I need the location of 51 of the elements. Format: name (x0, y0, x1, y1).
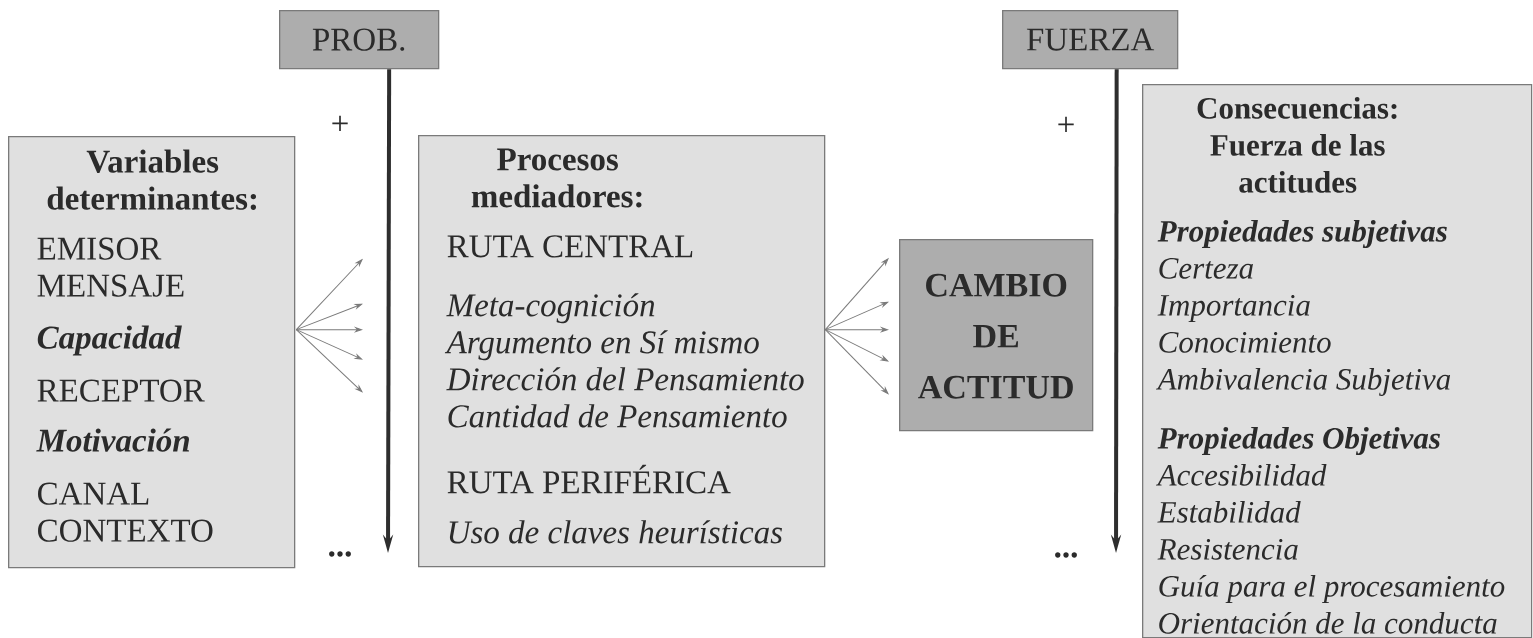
list-item: Cantidad de Pensamiento (448, 404, 787, 428)
plus-sign: + (332, 115, 348, 132)
list-item: RUTA CENTRAL (447, 235, 693, 258)
arrow (295, 327, 362, 333)
list-item: Resistencia (1157, 538, 1298, 560)
list-item: RUTA PERIFÉRICA (447, 464, 731, 494)
list-item: CONTEXTO (38, 519, 213, 542)
box-label: PROB. (312, 28, 405, 51)
arrow (824, 329, 889, 394)
label-box (1002, 10, 1179, 70)
arrow (295, 329, 363, 393)
arrow (295, 259, 363, 331)
list-item: Conocimiento (1159, 331, 1331, 353)
list-item: RECEPTOR (37, 379, 205, 402)
list-item: Orientación de la conducta (1159, 611, 1497, 634)
text-panel (418, 135, 826, 568)
list-item: Accesibilidad (1155, 463, 1327, 486)
arrow (824, 258, 889, 331)
list-item: Meta-cognición (446, 293, 655, 324)
outcome-box (899, 239, 1094, 432)
list-item: MENSAJE (37, 274, 184, 297)
list-item: CANAL (38, 482, 149, 505)
ellipsis: ... (1055, 552, 1077, 558)
plus-sign: + (1058, 116, 1074, 133)
list-item: Capacidad (37, 325, 182, 356)
box-label: FUERZA (1026, 28, 1155, 51)
list-item: EMISOR (37, 237, 162, 260)
arrow (295, 329, 363, 360)
text-panel (8, 136, 296, 569)
list-item: Argumento en Sí mismo (444, 330, 759, 361)
list-item: Guía para el procesamiento (1159, 574, 1505, 604)
list-item: Estabilidad (1157, 500, 1301, 523)
list-item: Ambivalencia Subjetiva (1155, 367, 1451, 397)
box-label: CAMBIO DE ACTITUD (918, 273, 1073, 399)
arrow (824, 327, 888, 333)
heading: Variables determinantes: (47, 149, 256, 210)
arrow (824, 329, 889, 362)
list-item: Dirección del Pensamiento (446, 367, 804, 391)
arrow (824, 301, 889, 331)
heading: Procesos mediadores: (471, 148, 642, 208)
arrow (295, 303, 363, 331)
subheading: Propiedades subjetivas (1157, 219, 1447, 249)
ellipsis: ... (329, 551, 351, 557)
list-item: Certeza (1159, 257, 1253, 279)
text-panel (1142, 84, 1533, 638)
label-box (279, 10, 440, 70)
list-item: Importancia (1157, 294, 1310, 323)
list-item: Motivación (36, 428, 190, 452)
list-item: Uso de claves heurísticas (449, 520, 783, 544)
heading: Consecuencias: Fuerza de las actitudes (1197, 96, 1397, 193)
subheading: Propiedades Objetivas (1157, 426, 1440, 456)
